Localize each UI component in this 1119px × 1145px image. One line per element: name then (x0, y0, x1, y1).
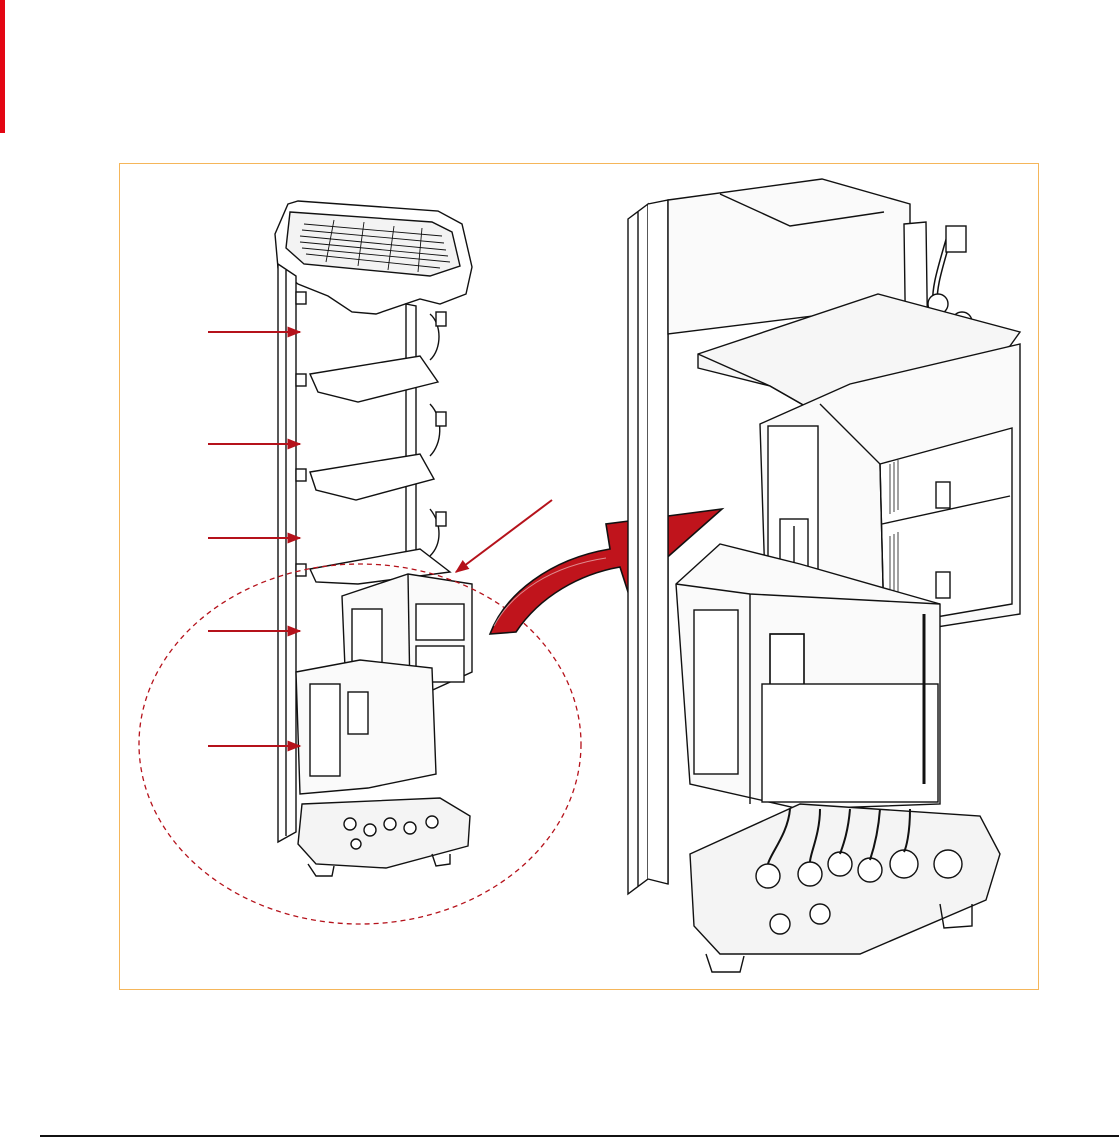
callout-arrow-6 (456, 500, 552, 572)
base-small (298, 798, 470, 868)
footer-rule (40, 1135, 1119, 1137)
detail-view (628, 179, 1020, 972)
left-rail (278, 264, 296, 842)
installation-figure (120, 164, 1039, 990)
cable-clips (430, 312, 446, 556)
page-accent-tab (0, 0, 5, 133)
detail-base (690, 804, 1000, 954)
rail-connectors (296, 292, 306, 576)
column-assembly (275, 201, 472, 876)
detail-card-slot (694, 610, 738, 774)
shelf-1 (310, 356, 438, 402)
figure-frame (119, 163, 1039, 990)
